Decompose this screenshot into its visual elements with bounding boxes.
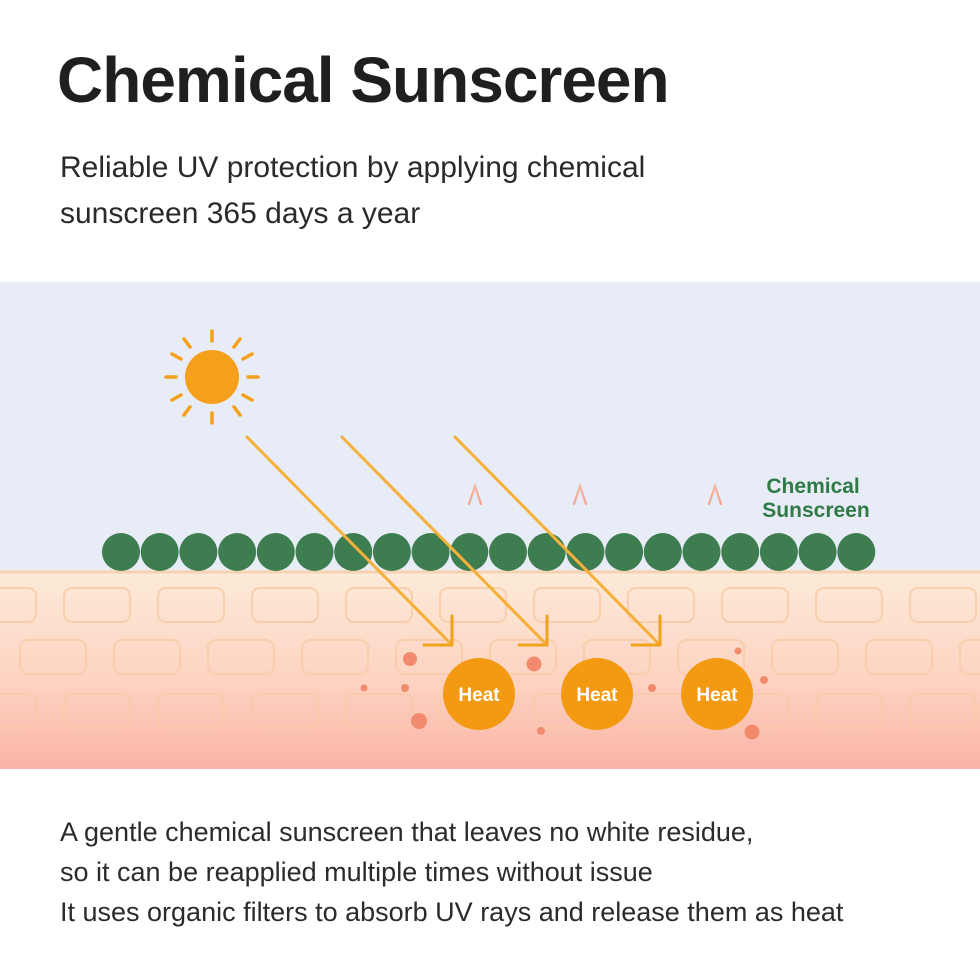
filter-bead (837, 533, 876, 571)
filter-bead (102, 533, 140, 571)
chemical-sunscreen-label: Chemical Sunscreen (762, 475, 869, 522)
skin-cell (301, 639, 369, 675)
skin-cell (345, 693, 413, 729)
diagram-svg: Heat Heat Heat Chemical Sunscreen (0, 282, 980, 769)
skin-cell (207, 639, 275, 675)
skin-cell (251, 693, 319, 729)
skin-cell (395, 639, 463, 675)
heat-bubble: Heat (681, 658, 753, 730)
skin-cell (909, 587, 977, 623)
skin-cell (0, 693, 37, 729)
skin-cell (815, 693, 883, 729)
skin-cell (63, 587, 131, 623)
filter-bead (334, 533, 373, 571)
skin-cell (157, 693, 225, 729)
page-title: Chemical Sunscreen (57, 44, 670, 116)
heat-arrow (707, 482, 723, 629)
description: A gentle chemical sunscreen that leaves … (60, 812, 940, 932)
description-line-1: A gentle chemical sunscreen that leaves … (60, 817, 754, 847)
skin-cell (959, 639, 980, 675)
layer-label-line-1: Chemical (766, 475, 859, 498)
layer-label-line-2: Sunscreen (762, 499, 869, 522)
sunscreen-filter-layer (102, 533, 876, 571)
uv-ray-arrow (340, 435, 549, 647)
skin-cell (865, 639, 933, 675)
filter-bead (218, 533, 257, 571)
heat-label: Heat (576, 685, 618, 706)
filter-bead (489, 533, 527, 571)
skin-cell (157, 587, 225, 623)
skin-cell (909, 693, 977, 729)
page-subtitle: Reliable UV protection by applying chemi… (60, 145, 760, 237)
uv-ray-arrow (245, 435, 454, 647)
skin-cell (113, 639, 181, 675)
filter-bead (372, 533, 411, 571)
filter-bead (256, 533, 295, 571)
heat-arrow (467, 482, 483, 629)
heat-bubble: Heat (443, 658, 515, 730)
filter-bead (682, 533, 721, 571)
description-line-2: so it can be reapplied multiple times wi… (60, 857, 653, 887)
filter-bead (450, 533, 489, 571)
skin-cell (771, 639, 839, 675)
filter-bead (605, 533, 644, 571)
heat-arrow (572, 482, 588, 629)
filter-bead (643, 533, 682, 571)
heat-bubble: Heat (561, 658, 633, 730)
description-line-3: It uses organic filters to absorb UV ray… (60, 897, 844, 927)
subtitle-line-2: sunscreen 365 days a year (60, 197, 421, 230)
filter-bead (295, 533, 334, 571)
skin-cell (721, 587, 789, 623)
skin-cell (251, 587, 319, 623)
filter-bead (798, 533, 837, 571)
filter-bead (411, 533, 450, 571)
skin-cell (815, 587, 883, 623)
heat-particles (360, 647, 768, 740)
heat-label: Heat (458, 685, 500, 706)
skin-cell (63, 693, 131, 729)
sun-icon (164, 329, 260, 425)
sky-background (0, 282, 980, 572)
skin-cell (489, 639, 557, 675)
heat-emission-arrows (467, 482, 723, 629)
skin-cell (19, 639, 87, 675)
filter-bead (179, 533, 218, 571)
heat-label: Heat (696, 685, 738, 706)
uv-ray-arrow (453, 435, 662, 647)
filter-bead (759, 533, 798, 571)
filter-bead (566, 533, 605, 571)
filter-bead (527, 533, 566, 571)
filter-bead (721, 533, 760, 571)
skin-cell (533, 587, 601, 623)
sunscreen-diagram: Heat Heat Heat Chemical Sunscreen (0, 282, 980, 769)
subtitle-line-1: Reliable UV protection by applying chemi… (60, 151, 646, 184)
skin-cell (0, 587, 37, 623)
filter-bead (140, 533, 179, 571)
uv-rays (245, 435, 662, 647)
